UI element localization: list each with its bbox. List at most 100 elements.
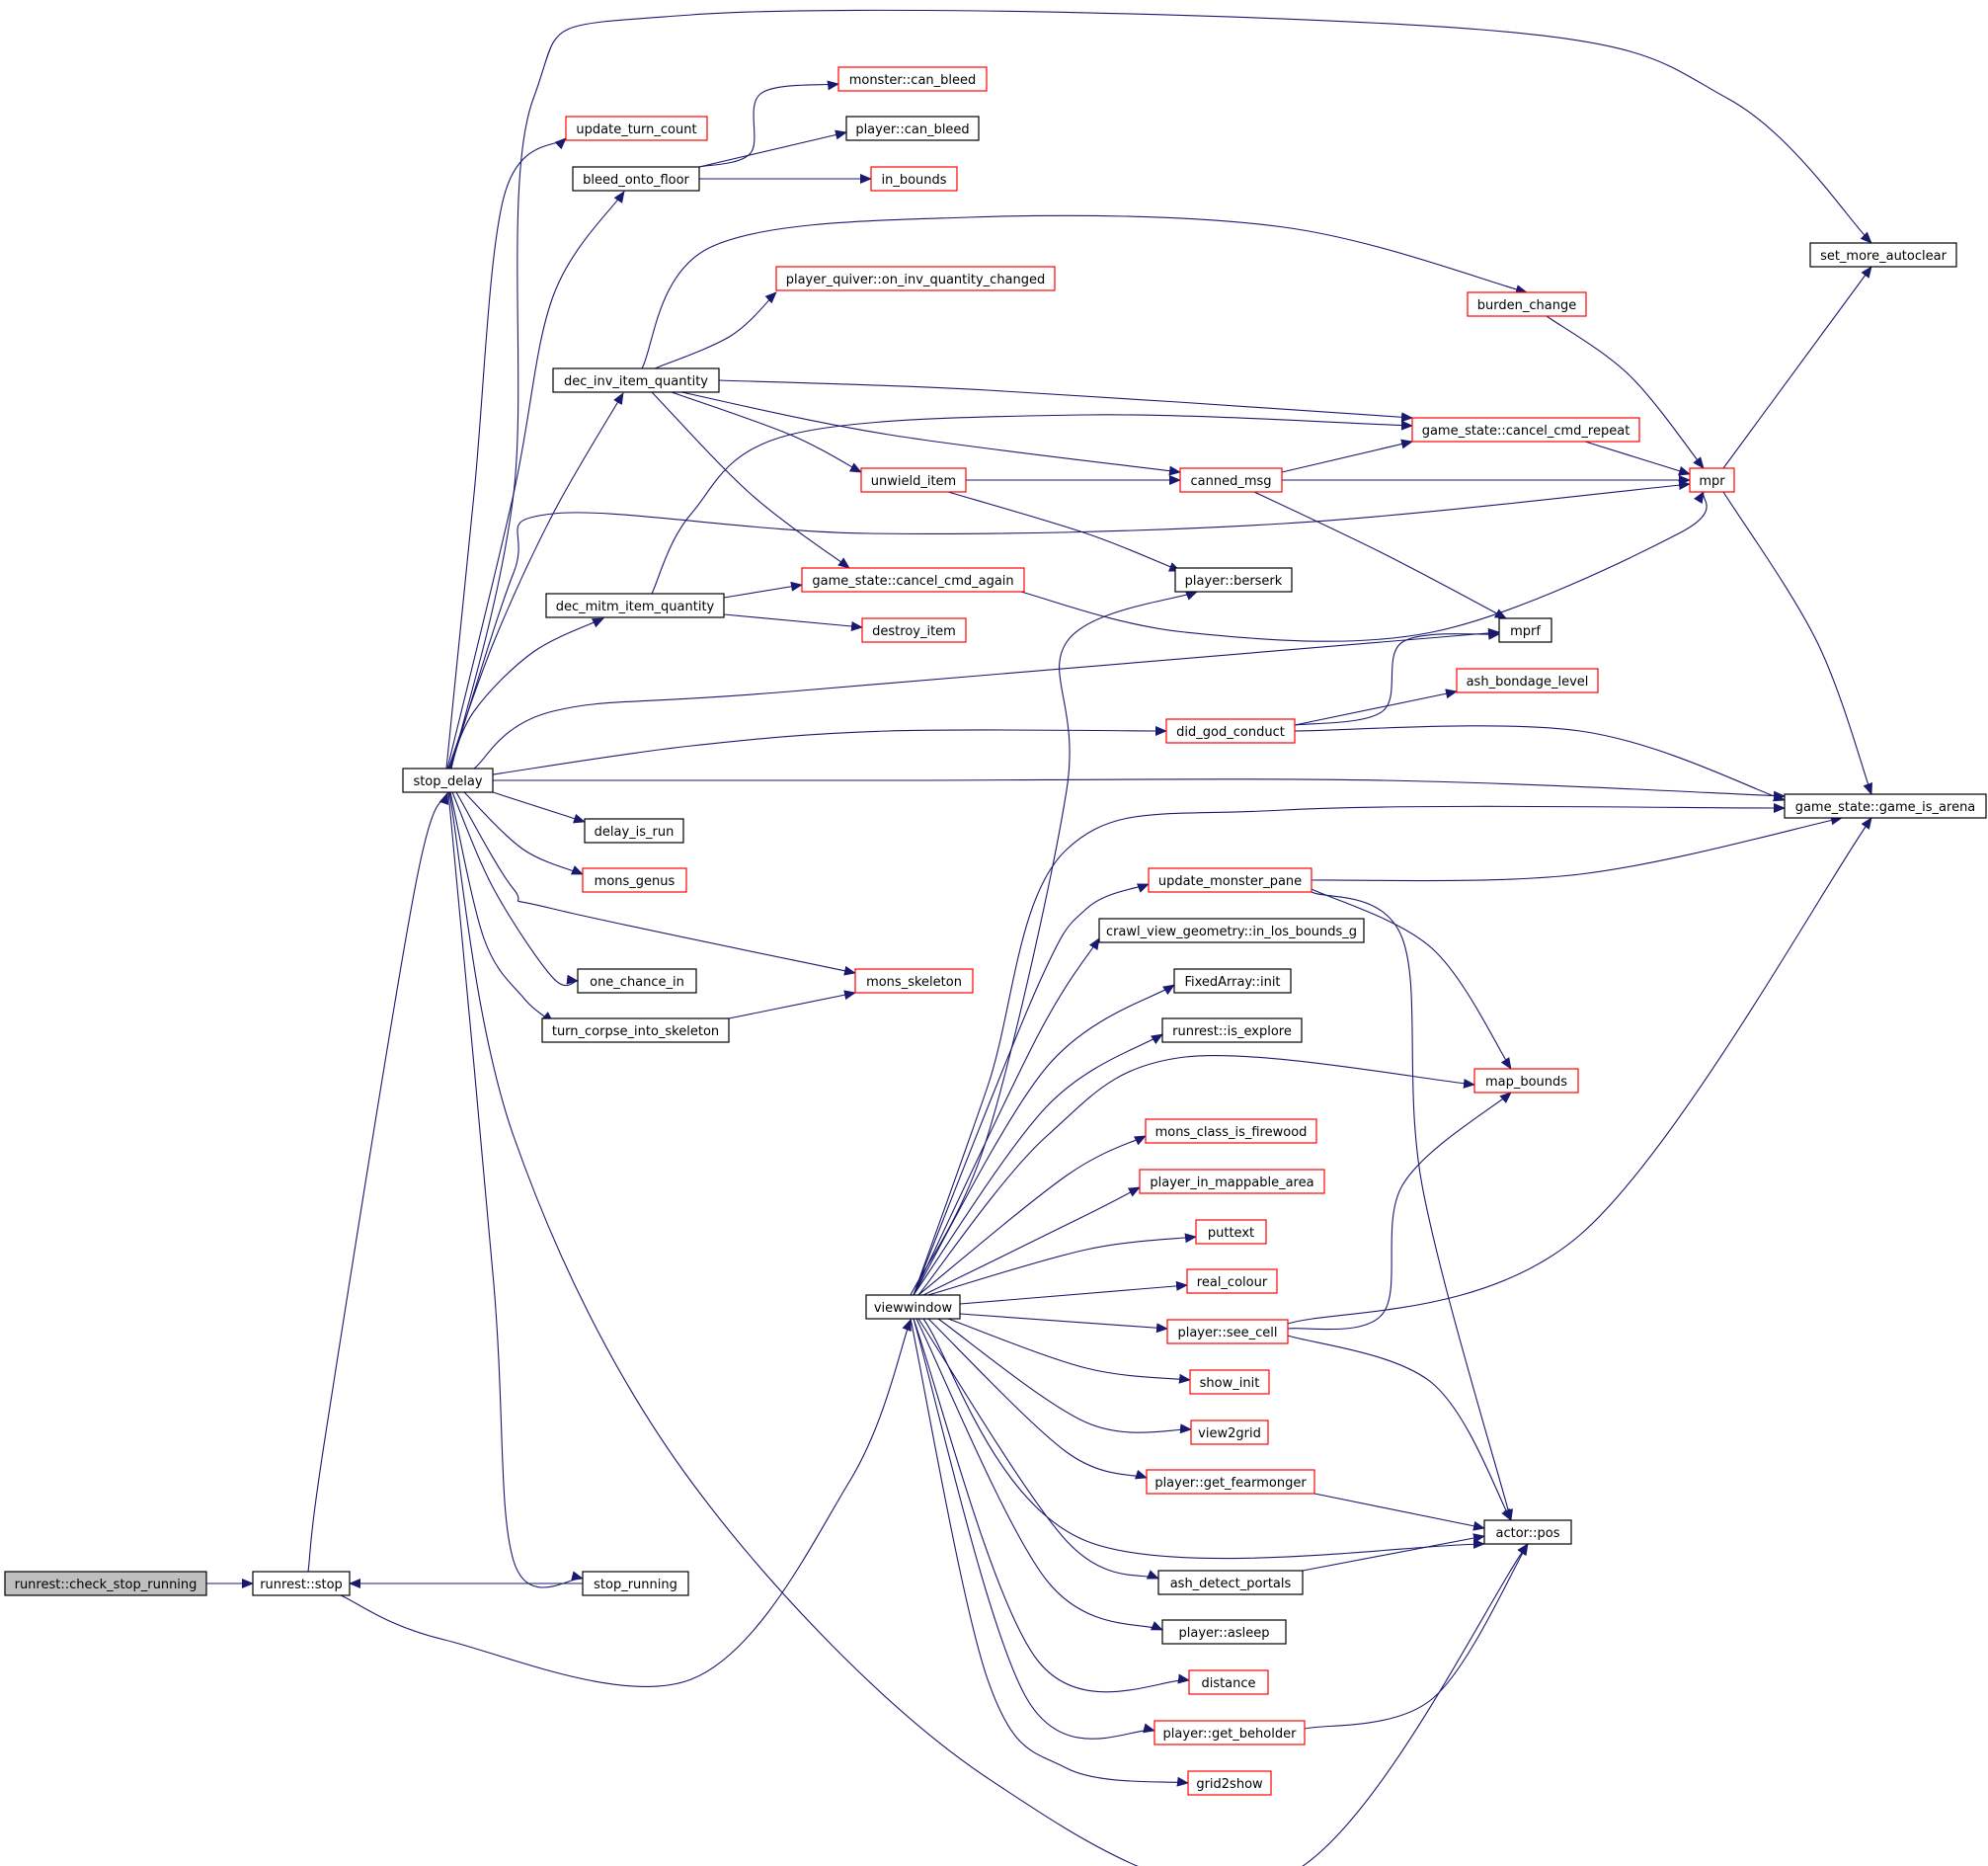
node-box[interactable] bbox=[1161, 1619, 1287, 1645]
node-box[interactable] bbox=[552, 367, 720, 393]
node-one-chance-in[interactable]: one_chance_in bbox=[577, 968, 697, 994]
node-box[interactable] bbox=[4, 1571, 207, 1596]
node-box[interactable] bbox=[845, 116, 980, 141]
node-ash-detect-portals[interactable]: ash_detect_portals bbox=[1157, 1570, 1304, 1595]
node-box[interactable] bbox=[1186, 1268, 1278, 1294]
node-box[interactable] bbox=[860, 467, 967, 493]
node-box[interactable] bbox=[1689, 467, 1735, 493]
node-box[interactable] bbox=[1188, 1669, 1269, 1695]
node-canned-msg[interactable]: canned_msg bbox=[1179, 467, 1283, 493]
node-mprf[interactable]: mprf bbox=[1498, 617, 1552, 643]
node-bleed-onto-floor[interactable]: bleed_onto_floor bbox=[572, 166, 700, 192]
node-show-init[interactable]: show_init bbox=[1189, 1369, 1270, 1395]
node-box[interactable] bbox=[775, 266, 1056, 291]
node-box[interactable] bbox=[801, 567, 1025, 593]
node-player-in-mappable-area[interactable]: player_in_mappable_area bbox=[1139, 1169, 1325, 1194]
node-box[interactable] bbox=[870, 166, 958, 192]
node-box[interactable] bbox=[252, 1571, 351, 1596]
node-in-bounds[interactable]: in_bounds bbox=[870, 166, 958, 192]
node-cancel-cmd-repeat[interactable]: game_state::cancel_cmd_repeat bbox=[1411, 417, 1640, 443]
node-box[interactable] bbox=[541, 1017, 730, 1043]
node-delay-is-run[interactable]: delay_is_run bbox=[584, 818, 684, 844]
node-player-see-cell[interactable]: player::see_cell bbox=[1166, 1319, 1289, 1344]
node-box[interactable] bbox=[837, 66, 988, 92]
node-box[interactable] bbox=[1145, 1118, 1317, 1144]
node-box[interactable] bbox=[1157, 1570, 1304, 1595]
node-viewwindow[interactable]: viewwindow bbox=[865, 1294, 961, 1320]
node-real-colour[interactable]: real_colour bbox=[1186, 1268, 1278, 1294]
node-box[interactable] bbox=[1809, 242, 1957, 268]
node-box[interactable] bbox=[402, 768, 494, 793]
node-grid2show[interactable]: grid2show bbox=[1187, 1770, 1272, 1796]
node-box[interactable] bbox=[865, 1294, 961, 1320]
node-box[interactable] bbox=[577, 968, 697, 994]
node-box[interactable] bbox=[1148, 867, 1312, 893]
node-box[interactable] bbox=[1483, 1519, 1572, 1545]
node-dec-inv-item-quantity[interactable]: dec_inv_item_quantity bbox=[552, 367, 720, 393]
node-game-is-arena[interactable]: game_state::game_is_arena bbox=[1784, 793, 1987, 819]
node-box[interactable] bbox=[1498, 617, 1552, 643]
node-set-more-autoclear[interactable]: set_more_autoclear bbox=[1809, 242, 1957, 268]
node-box[interactable] bbox=[854, 968, 974, 994]
node-box[interactable] bbox=[1165, 718, 1296, 744]
node-cancel-cmd-again[interactable]: game_state::cancel_cmd_again bbox=[801, 567, 1025, 593]
node-destroy-item[interactable]: destroy_item bbox=[861, 617, 967, 643]
node-actor-pos[interactable]: actor::pos bbox=[1483, 1519, 1572, 1545]
node-mons-class-is-firewood[interactable]: mons_class_is_firewood bbox=[1145, 1118, 1317, 1144]
node-box[interactable] bbox=[1173, 968, 1292, 994]
node-box[interactable] bbox=[584, 818, 684, 844]
node-box[interactable] bbox=[545, 593, 725, 618]
node-box[interactable] bbox=[1187, 1770, 1272, 1796]
node-box[interactable] bbox=[1098, 918, 1365, 943]
node-box[interactable] bbox=[1153, 1720, 1306, 1745]
node-box[interactable] bbox=[582, 867, 687, 893]
node-burden-change[interactable]: burden_change bbox=[1467, 291, 1587, 317]
node-view2grid[interactable]: view2grid bbox=[1190, 1420, 1269, 1445]
node-box[interactable] bbox=[1473, 1068, 1579, 1094]
node-box[interactable] bbox=[1411, 417, 1640, 443]
node-monster-can-bleed[interactable]: monster::can_bleed bbox=[837, 66, 988, 92]
node-player-berserk[interactable]: player::berserk bbox=[1174, 567, 1293, 593]
node-box[interactable] bbox=[1139, 1169, 1325, 1194]
node-box[interactable] bbox=[1146, 1469, 1315, 1495]
node-update-monster-pane[interactable]: update_monster_pane bbox=[1148, 867, 1312, 893]
node-box[interactable] bbox=[1456, 668, 1599, 693]
node-mons-skeleton[interactable]: mons_skeleton bbox=[854, 968, 974, 994]
node-in-los-bounds[interactable]: crawl_view_geometry::in_los_bounds_g bbox=[1098, 918, 1365, 943]
node-box[interactable] bbox=[1166, 1319, 1289, 1344]
node-box[interactable] bbox=[565, 116, 708, 141]
node-box[interactable] bbox=[572, 166, 700, 192]
node-stop-running[interactable]: stop_running bbox=[582, 1571, 689, 1596]
node-box[interactable] bbox=[1467, 291, 1587, 317]
node-stop-delay[interactable]: stop_delay bbox=[402, 768, 494, 793]
node-runrest-stop[interactable]: runrest::stop bbox=[252, 1571, 351, 1596]
node-map-bounds[interactable]: map_bounds bbox=[1473, 1068, 1579, 1094]
node-distance[interactable]: distance bbox=[1188, 1669, 1269, 1695]
node-box[interactable] bbox=[1161, 1017, 1303, 1043]
node-check-stop-running[interactable]: runrest::check_stop_running bbox=[4, 1571, 207, 1596]
node-box[interactable] bbox=[861, 617, 967, 643]
node-runrest-is-explore[interactable]: runrest::is_explore bbox=[1161, 1017, 1303, 1043]
node-ash-bondage-level[interactable]: ash_bondage_level bbox=[1456, 668, 1599, 693]
node-player-can-bleed[interactable]: player::can_bleed bbox=[845, 116, 980, 141]
node-box[interactable] bbox=[1179, 467, 1283, 493]
node-mpr[interactable]: mpr bbox=[1689, 467, 1735, 493]
node-get-fearmonger[interactable]: player::get_fearmonger bbox=[1146, 1469, 1315, 1495]
node-dec-mitm-item-quantity[interactable]: dec_mitm_item_quantity bbox=[545, 593, 725, 618]
node-box[interactable] bbox=[1174, 567, 1293, 593]
node-turn-corpse-into-skeleton[interactable]: turn_corpse_into_skeleton bbox=[541, 1017, 730, 1043]
node-box[interactable] bbox=[1190, 1420, 1269, 1445]
node-unwield-item[interactable]: unwield_item bbox=[860, 467, 967, 493]
node-box[interactable] bbox=[1784, 793, 1987, 819]
node-box[interactable] bbox=[1195, 1219, 1267, 1245]
node-get-beholder[interactable]: player::get_beholder bbox=[1153, 1720, 1306, 1745]
node-box[interactable] bbox=[1189, 1369, 1270, 1395]
node-puttext[interactable]: puttext bbox=[1195, 1219, 1267, 1245]
node-fixedarray-init[interactable]: FixedArray::init bbox=[1173, 968, 1292, 994]
node-did-god-conduct[interactable]: did_god_conduct bbox=[1165, 718, 1296, 744]
node-update-turn-count[interactable]: update_turn_count bbox=[565, 116, 708, 141]
node-box[interactable] bbox=[582, 1571, 689, 1596]
node-player-quiver[interactable]: player_quiver::on_inv_quantity_changed bbox=[775, 266, 1056, 291]
node-mons-genus[interactable]: mons_genus bbox=[582, 867, 687, 893]
node-player-asleep[interactable]: player::asleep bbox=[1161, 1619, 1287, 1645]
